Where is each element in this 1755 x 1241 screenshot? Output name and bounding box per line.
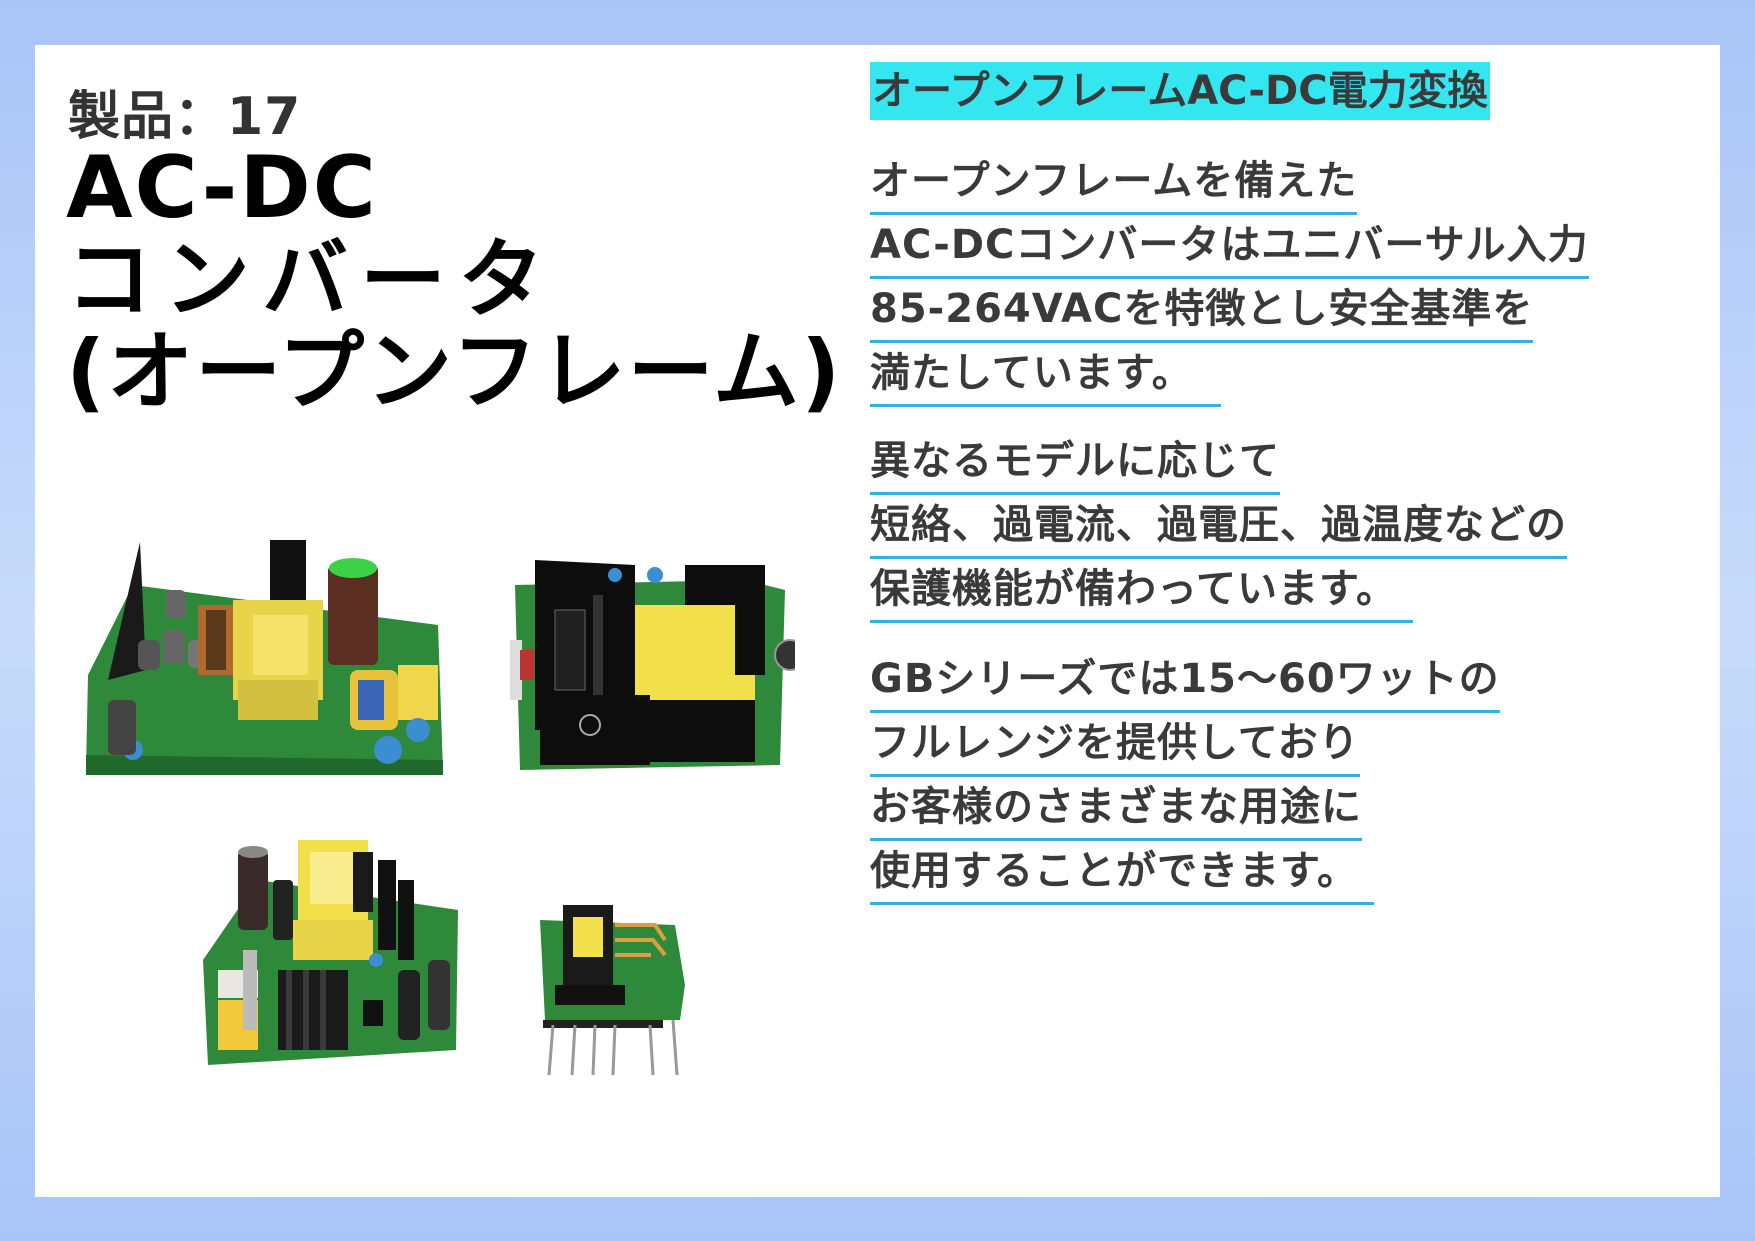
title-line-3: (オープンフレーム) [66, 322, 843, 422]
paragraph-1-line-2: AC-DCコンバータはユニバーサル入力 [870, 216, 1589, 279]
product-image-1 [78, 530, 448, 780]
product-image-4 [535, 895, 695, 1080]
paragraph-2-line-2: 短絡、過電流、過電圧、過温度などの [870, 496, 1567, 559]
product-image-3 [198, 840, 468, 1080]
paragraph-2-line-3: 保護機能が備わっています。 [870, 560, 1413, 623]
paragraph-1-line-1: オープンフレームを備えた [870, 152, 1358, 215]
paragraph-3-line-3: お客様のさまざまな用途に [870, 778, 1362, 841]
title-line-1: AC-DC [66, 138, 378, 238]
paragraph-1-line-3: 85-264VACを特徴とし安全基準を [870, 280, 1534, 343]
product-title: AC-DC コンバータ (オープンフレーム) [66, 142, 842, 418]
paragraph-3: GBシリーズでは15～60ワットの フルレンジを提供しており お客様のさまざまな… [870, 650, 1500, 906]
paragraph-2-line-1: 異なるモデルに応じて [870, 432, 1280, 495]
title-line-2: コンバータ [66, 230, 556, 330]
paragraph-3-line-4: 使用することができます。 [870, 842, 1374, 905]
paragraph-1-line-4: 満たしています。 [870, 344, 1221, 407]
paragraph-1: オープンフレームを備えた AC-DCコンバータはユニバーサル入力 85-264V… [870, 152, 1589, 408]
paragraph-3-line-1: GBシリーズでは15～60ワットの [870, 650, 1500, 713]
paragraph-3-line-2: フルレンジを提供しており [870, 714, 1360, 777]
product-image-2 [505, 555, 795, 775]
paragraph-2: 異なるモデルに応じて 短絡、過電流、過電圧、過温度などの 保護機能が備わっていま… [870, 432, 1567, 624]
section-heading: オープンフレームAC-DC電力変換 [870, 62, 1490, 120]
product-number: 製品：17 [68, 87, 302, 147]
